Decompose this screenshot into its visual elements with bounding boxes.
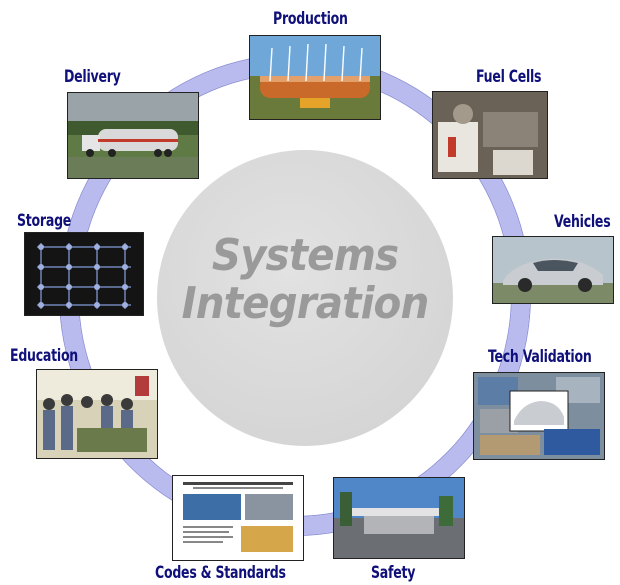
photo-production [249, 35, 381, 120]
label-delivery: Delivery [64, 67, 121, 87]
label-safety: Safety [371, 563, 416, 583]
label-fuel-cells: Fuel Cells [476, 67, 542, 87]
label-vehicles: Vehicles [554, 212, 611, 232]
photo-safety [333, 477, 465, 559]
photo-codes-standards [172, 475, 304, 561]
photo-fuel-cells [432, 91, 548, 179]
photo-tech-validation [473, 372, 605, 460]
label-production: Production [273, 9, 348, 29]
photo-education [36, 369, 158, 459]
label-storage: Storage [17, 211, 72, 231]
center-title-line2: Integration [181, 278, 430, 329]
label-education: Education [10, 346, 79, 366]
label-tech-validation: Tech Validation [488, 347, 592, 367]
center-title-line1: Systems [211, 230, 399, 281]
label-codes-standards: Codes & Standards [155, 563, 286, 583]
center-disc [157, 150, 453, 446]
center-title: Systems Integration [169, 232, 441, 328]
photo-delivery [67, 92, 199, 179]
photo-storage [24, 232, 144, 316]
photo-vehicles [492, 236, 614, 304]
